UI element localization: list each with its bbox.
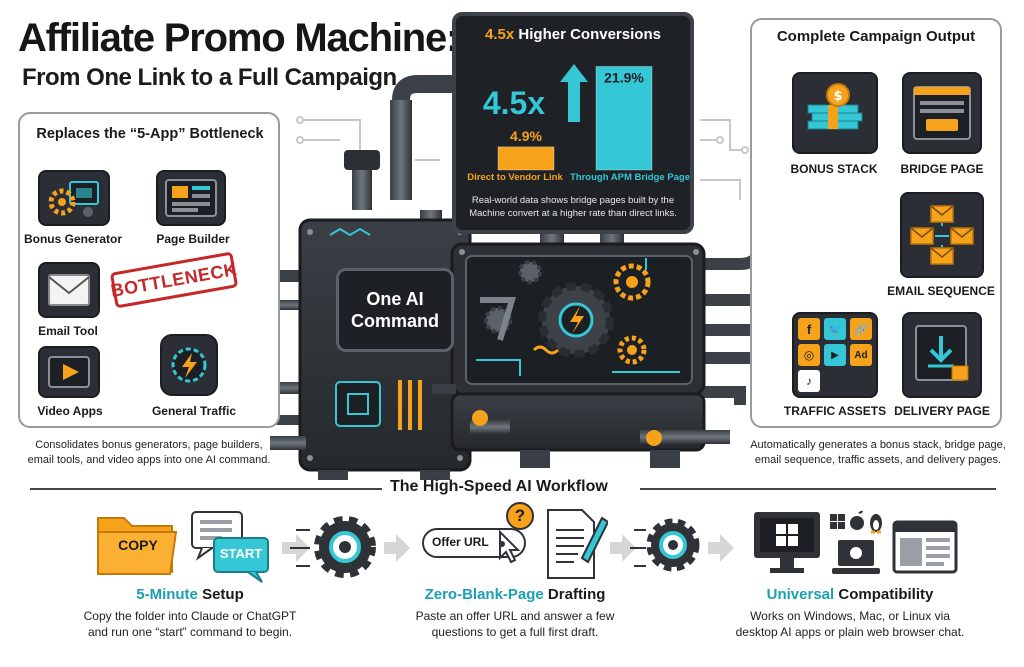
chat-bubbles-icon bbox=[191, 511, 269, 583]
step1-desc-line1: Copy the folder into Claude or ChatGPT bbox=[83, 609, 297, 623]
chart-title-highlight: 4.5x bbox=[485, 26, 515, 43]
chart-title: 4.5x Higher Conversions bbox=[464, 26, 682, 43]
envelope-icon bbox=[38, 262, 100, 318]
ai-command-screen: One AI Command bbox=[336, 268, 454, 352]
app-label-video-apps: Video Apps bbox=[37, 404, 103, 418]
link-icon: 🔗 bbox=[850, 318, 872, 340]
webpage-icon bbox=[902, 72, 982, 154]
command-line1: One AI bbox=[366, 289, 424, 309]
circuit-traces bbox=[296, 116, 749, 200]
step2-title: Zero-Blank-Page Drafting bbox=[424, 586, 606, 603]
step3-title: Universal Compatibility bbox=[766, 586, 934, 603]
conversion-bar-chart: 4.9% 21.9% 4.5x bbox=[483, 64, 653, 171]
output-caption-line2: email sequence, traffic assets, and deli… bbox=[754, 454, 1002, 466]
page-subtitle: From One Link to a Full Campaign bbox=[22, 64, 397, 91]
app-label-bonus-generator: Bonus Generator bbox=[23, 232, 122, 246]
page-title: Affiliate Promo Machine: bbox=[18, 16, 459, 60]
workflow-heading: The High-Speed AI Workflow bbox=[390, 478, 608, 495]
workflow-divider-left bbox=[30, 488, 382, 490]
email-flow-icon bbox=[900, 192, 984, 278]
chart-note-line1: Real-world data shows bridge pages built… bbox=[471, 195, 675, 206]
chat-start-label: START bbox=[219, 546, 263, 561]
step3-desc-line1: Works on Windows, Mac, or Linux via bbox=[750, 609, 950, 623]
gear-monitor-icon bbox=[38, 170, 110, 226]
app-label-general-traffic: General Traffic bbox=[151, 404, 237, 418]
bird-icon: 🐦 bbox=[824, 318, 846, 340]
step1-title: 5-Minute Setup bbox=[136, 586, 244, 603]
campaign-output-heading: Complete Campaign Output bbox=[776, 28, 976, 45]
gear-icon bbox=[314, 516, 376, 578]
chart-category-direct: Direct to Vendor Link bbox=[467, 172, 563, 183]
os-logos-icon bbox=[830, 510, 882, 534]
cursor-icon bbox=[499, 529, 521, 564]
bar-bridge bbox=[595, 65, 653, 171]
command-line2: Command bbox=[350, 311, 439, 331]
step2-desc-line1: Paste an offer URL and answer a few bbox=[415, 609, 615, 623]
output-label-traffic-assets: TRAFFIC ASSETS bbox=[783, 404, 887, 418]
offer-url-label: Offer URL bbox=[432, 535, 489, 549]
output-caption-line1: Automatically generates a bonus stack, b… bbox=[750, 439, 1006, 451]
bar-direct bbox=[497, 146, 555, 171]
social-grid-icon: f 🐦 🔗 ◎ ▶ Ad ♪ bbox=[792, 312, 878, 398]
app-label-page-builder: Page Builder bbox=[156, 232, 230, 246]
money-stack-icon: $ bbox=[792, 72, 878, 154]
step1-desc-line2: and run one “start” command to begin. bbox=[87, 625, 293, 639]
download-icon bbox=[902, 312, 982, 398]
bar-direct-value-label: 4.9% bbox=[510, 128, 542, 144]
chart-note-line2: Machine convert at a higher rate than di… bbox=[469, 208, 677, 219]
bottleneck-caption-line2: email tools, and video apps into one AI … bbox=[27, 454, 271, 466]
mac-laptop-icon bbox=[832, 540, 880, 574]
video-icon: ▶ bbox=[824, 344, 846, 366]
output-label-bridge-page: BRIDGE PAGE bbox=[900, 162, 984, 176]
gear-icon-2 bbox=[646, 518, 700, 572]
bar-bridge-value-label: 21.9% bbox=[604, 69, 644, 85]
step2-desc-line2: questions to get a full first draft. bbox=[431, 625, 599, 639]
instagram-icon: ◎ bbox=[798, 344, 820, 366]
step3-desc-line2: desktop AI apps or plain web browser cha… bbox=[735, 625, 965, 639]
document-pen-icon bbox=[547, 509, 608, 579]
ad-icon: Ad bbox=[850, 344, 872, 366]
bottleneck-heading: Replaces the “5-App” Bottleneck bbox=[36, 126, 264, 142]
layout-icon bbox=[156, 170, 226, 226]
tiktok-icon: ♪ bbox=[798, 370, 820, 392]
output-label-email-sequence: EMAIL SEQUENCE bbox=[887, 284, 995, 298]
folder-icon bbox=[97, 517, 178, 575]
app-label-email-tool: Email Tool bbox=[38, 324, 98, 338]
workflow-divider-right bbox=[640, 488, 996, 490]
question-icon: ? bbox=[506, 502, 534, 530]
output-label-bonus-stack: BONUS STACK bbox=[790, 162, 878, 176]
windows-monitor-icon bbox=[754, 512, 820, 573]
svg-text:$: $ bbox=[833, 89, 842, 104]
multiplier-label: 4.5x bbox=[483, 85, 545, 121]
folder-label: COPY bbox=[118, 537, 158, 553]
bottleneck-caption-line1: Consolidates bonus generators, page buil… bbox=[35, 439, 263, 451]
chart-title-rest: Higher Conversions bbox=[514, 26, 661, 43]
chart-category-bridge: Through APM Bridge Page bbox=[570, 172, 690, 183]
output-label-delivery-page: DELIVERY PAGE bbox=[894, 404, 990, 418]
browser-window-icon bbox=[892, 520, 958, 574]
up-arrow-icon bbox=[560, 64, 588, 122]
play-icon bbox=[38, 346, 100, 398]
facebook-icon: f bbox=[798, 318, 820, 340]
lightning-icon bbox=[160, 334, 218, 396]
conversion-chart-screen: 4.5x Higher Conversions 4.9% 21.9% 4.5x Di… bbox=[452, 12, 694, 234]
